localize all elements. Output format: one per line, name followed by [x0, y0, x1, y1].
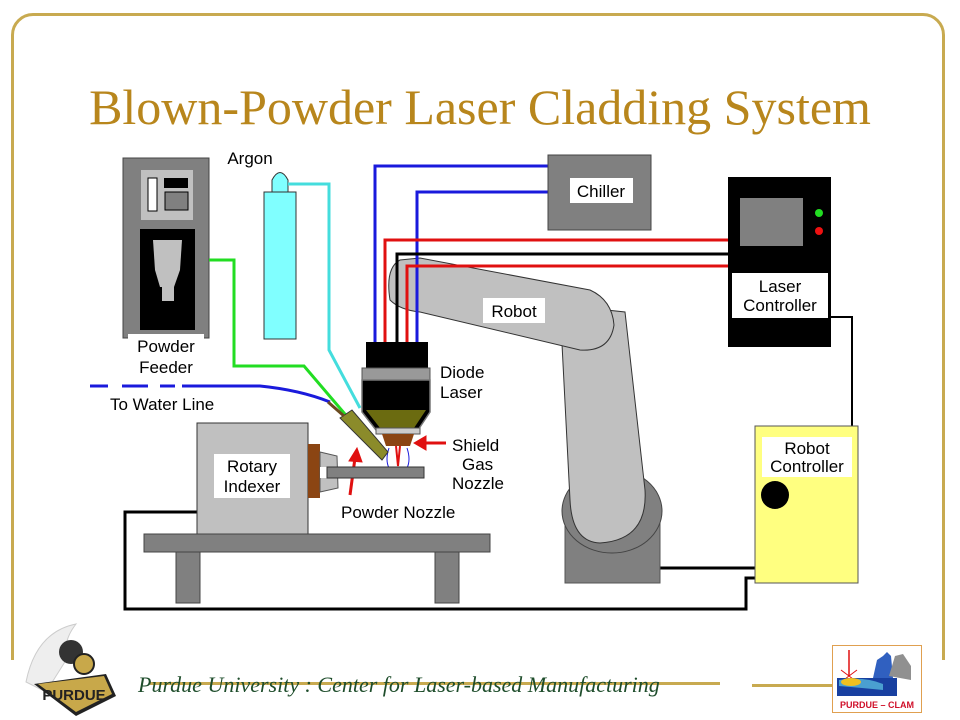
argon-cylinder: Argon — [227, 149, 297, 340]
robot-controller-label-2: Controller — [770, 457, 844, 476]
footer-caption: Purdue University : Center for Laser-bas… — [138, 672, 660, 697]
powder-feeder-label-1: Powder — [137, 337, 195, 356]
argon-gas-line — [288, 182, 362, 409]
clam-logo-graphic — [837, 650, 911, 696]
status-led-green — [815, 209, 823, 217]
water-hose-end — [327, 400, 345, 418]
robot-label: Robot — [491, 302, 537, 321]
water-line-label: To Water Line — [110, 395, 214, 414]
robot-controller: Robot Controller — [754, 425, 859, 584]
shield-gas-label-2: Gas — [462, 455, 493, 474]
powder-nozzle — [339, 409, 389, 461]
power-cables — [383, 238, 728, 342]
purdue-logo-text: PURDUE — [42, 687, 105, 704]
robot-arm — [388, 257, 663, 584]
laser-controller-label-2: Controller — [743, 296, 817, 315]
argon-label: Argon — [227, 149, 272, 168]
diode-laser-label-1: Diode — [440, 363, 484, 382]
purdue-logo: PURDUE — [25, 623, 116, 716]
control-cable-loop — [123, 510, 755, 611]
robot-lower-arm — [559, 304, 646, 544]
rotary-indexer-label-1: Rotary — [227, 457, 278, 476]
workpiece-shaft — [326, 466, 425, 479]
powder-feed-line — [209, 258, 352, 421]
laser-controller: Laser Controller — [728, 177, 831, 347]
work-table — [143, 533, 491, 604]
shield-gas-label-3: Nozzle — [452, 474, 504, 493]
chiller-label: Chiller — [577, 182, 626, 201]
water-lines — [90, 164, 548, 404]
powder-feeder: Powder Feeder — [122, 157, 210, 377]
shield-gas-nozzle — [382, 434, 414, 446]
robot-controller-label-1: Robot — [784, 439, 830, 458]
status-led-red — [815, 227, 823, 235]
clam-logo-text: PURDUE – CLAM — [839, 700, 914, 710]
laser-controller-label-1: Laser — [759, 277, 802, 296]
powder-nozzle-label: Powder Nozzle — [341, 503, 455, 522]
rotary-indexer-label-2: Indexer — [224, 477, 281, 496]
controller-link-cable — [829, 316, 853, 426]
emergency-stop-button — [761, 481, 789, 509]
shield-gas-label-1: Shield — [452, 436, 499, 455]
clam-logo: PURDUE – CLAM — [832, 645, 922, 713]
slide-title: Blown-Powder Laser Cladding System — [89, 79, 871, 135]
diode-laser-label-2: Laser — [440, 383, 483, 402]
diode-laser-head — [361, 342, 431, 469]
slide-frame — [11, 13, 945, 685]
footer-rule — [752, 684, 832, 687]
rotary-indexer: Rotary Indexer — [196, 422, 425, 535]
chiller: Chiller — [547, 154, 652, 231]
powder-feeder-label-2: Feeder — [139, 358, 193, 377]
